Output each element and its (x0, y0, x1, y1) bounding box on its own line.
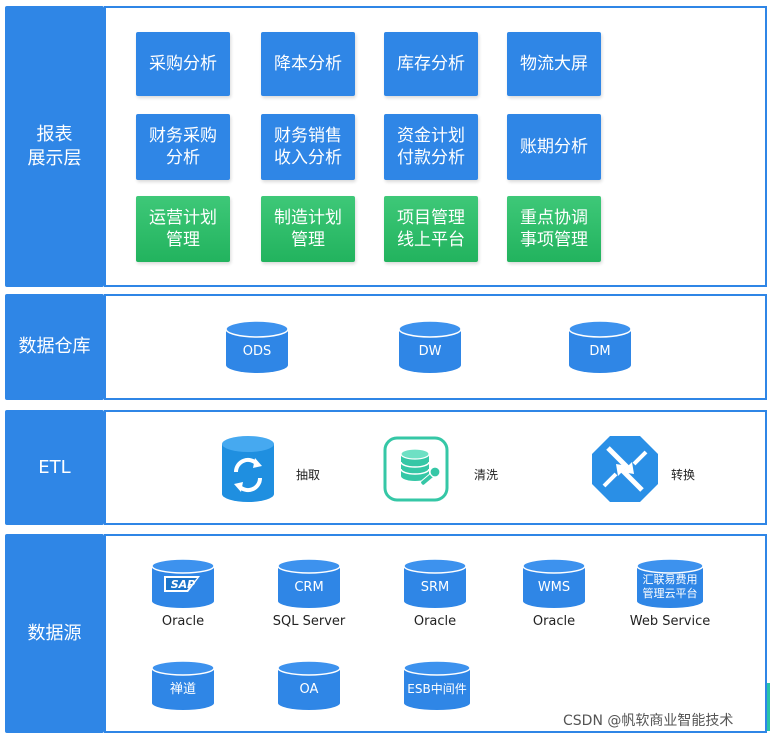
etl-label-clean: 清洗 (474, 468, 499, 482)
etl-label-extract: 抽取 (296, 468, 321, 482)
report-tile-funding-plan-payment[interactable]: 资金计划 付款分析 (384, 114, 478, 180)
cylinder-label: OA (299, 682, 319, 697)
cylinder-label: ESB中间件 (407, 682, 467, 696)
transform-arrows-icon (590, 434, 660, 508)
source-caption: Oracle (161, 614, 205, 629)
database-cylinder-oa: OA (276, 660, 342, 712)
report-tile-manufacturing-plan[interactable]: 制造计划 管理 (261, 196, 355, 262)
layer-box-etl: 抽取 清洗 转换 (104, 410, 767, 525)
report-tile-payment-terms-analysis[interactable]: 账期分析 (507, 114, 601, 180)
database-cylinder-srm: SRM (402, 558, 468, 610)
database-icon (277, 660, 341, 710)
layer-label-etl: ETL (5, 410, 104, 525)
database-icon (636, 558, 704, 608)
etl-label-transform: 转换 (671, 468, 696, 482)
report-tile-procurement-analysis[interactable]: 采购分析 (136, 32, 230, 96)
database-cylinder-dw: DW (397, 320, 463, 374)
database-cylinder-wms: WMS (521, 558, 587, 610)
layer-label-sources: 数据源 (5, 534, 104, 733)
sap-logo-database-icon (151, 558, 215, 608)
cylinder-label: 汇联易费用 管理云平台 (642, 573, 698, 600)
refresh-database-icon (220, 434, 276, 508)
report-tile-finance-procurement[interactable]: 财务采购 分析 (136, 114, 230, 180)
cylinder-label: SRM (420, 580, 450, 595)
source-caption: Oracle (532, 614, 576, 629)
source-caption: SQL Server (272, 614, 346, 629)
database-cylinder-chandao: 禅道 (150, 660, 216, 712)
source-caption: Web Service (629, 614, 711, 629)
watermark-text: CSDN @帆软商业智能技术 (563, 713, 734, 729)
report-tile-inventory-analysis[interactable]: 库存分析 (384, 32, 478, 96)
edge-accent-mark (767, 683, 770, 731)
cylinder-label: WMS (537, 580, 571, 595)
layer-label-report: 报表 展示层 (5, 6, 104, 287)
database-cylinder-crm: CRM (276, 558, 342, 610)
database-cylinder-dm: DM (567, 320, 633, 374)
source-caption: Oracle (413, 614, 457, 629)
database-icon (225, 320, 289, 373)
report-tile-finance-sales-income[interactable]: 财务销售 收入分析 (261, 114, 355, 180)
database-cylinder-ods: ODS (224, 320, 290, 374)
report-tile-operations-plan[interactable]: 运营计划 管理 (136, 196, 230, 262)
database-cylinder-sap: SAP (150, 558, 216, 610)
layer-label-warehouse: 数据仓库 (5, 294, 104, 400)
database-icon (398, 320, 462, 373)
layer-box-sources: SAP Oracle CRM SQL Server SRM Oracle WMS… (104, 534, 767, 733)
database-icon (403, 558, 467, 608)
cylinder-label: DW (418, 344, 442, 359)
database-icon (277, 558, 341, 608)
sap-logo-text: SAP (170, 578, 196, 591)
database-cylinder-huilianyi: 汇联易费用 管理云平台 (635, 558, 705, 610)
cylinder-label: CRM (294, 580, 324, 595)
database-icon (568, 320, 632, 373)
report-tile-cost-reduction-analysis[interactable]: 降本分析 (261, 32, 355, 96)
report-tile-project-platform[interactable]: 项目管理 线上平台 (384, 196, 478, 262)
cylinder-label: ODS (242, 344, 272, 359)
database-icon (403, 660, 471, 710)
database-wrench-icon (383, 436, 449, 506)
cylinder-label: DM (589, 344, 611, 359)
database-icon (522, 558, 586, 608)
report-tile-key-coordination[interactable]: 重点协调 事项管理 (507, 196, 601, 262)
layer-box-report: 采购分析 降本分析 库存分析 物流大屏 财务采购 分析 财务销售 收入分析 资金… (104, 6, 767, 287)
report-tile-logistics-screen[interactable]: 物流大屏 (507, 32, 601, 96)
database-cylinder-esb: ESB中间件 (402, 660, 472, 712)
database-icon (151, 660, 215, 710)
cylinder-label: 禅道 (169, 682, 196, 697)
layer-box-warehouse: ODS DW DM (104, 294, 767, 400)
